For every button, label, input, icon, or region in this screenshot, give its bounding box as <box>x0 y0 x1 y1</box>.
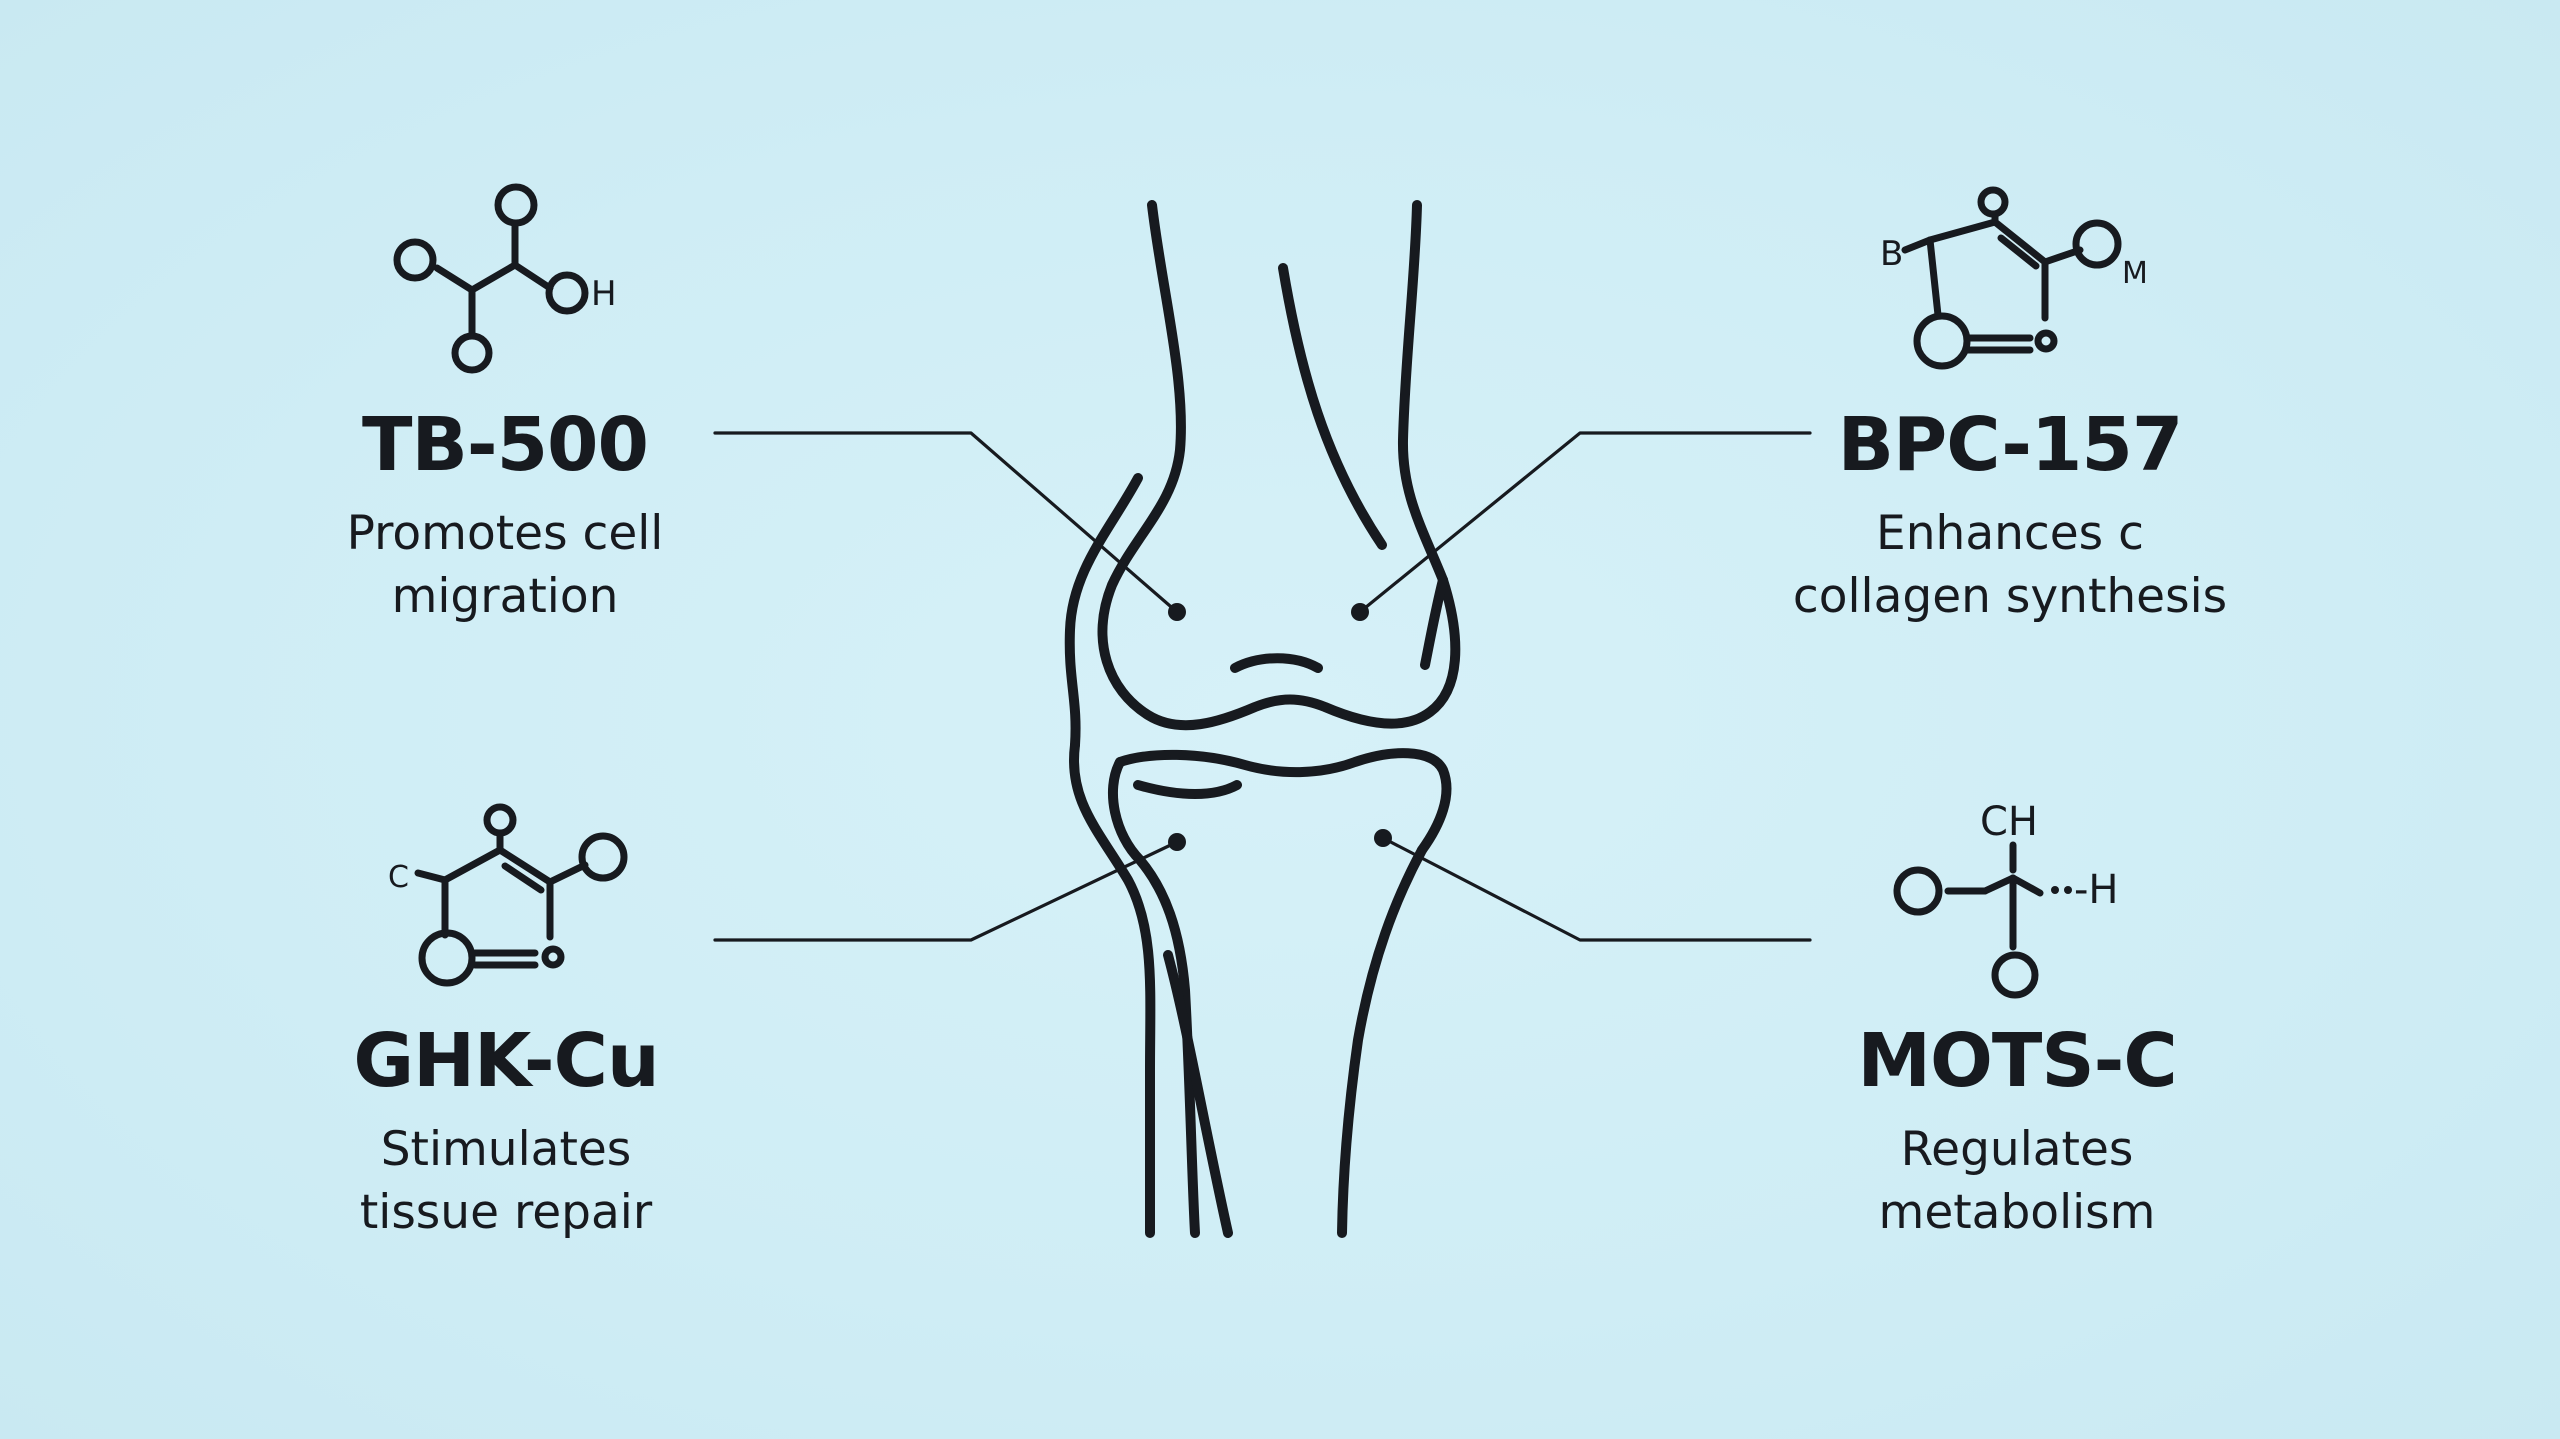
femur-inner-line <box>1278 263 1387 550</box>
peptide-desc-line1: Promotes cell <box>346 506 664 561</box>
atom-label-m: M <box>2122 256 2148 291</box>
peptide-bpc157: BPC-157 Enhances c collagen synthesis <box>1793 408 2227 628</box>
peptide-desc-line2: tissue repair <box>359 1185 653 1240</box>
peptide-desc-line1: Regulates <box>1900 1122 2134 1177</box>
connector-dot-ghkcu <box>1168 833 1186 851</box>
peptide-tb500: TB-500 Promotes cell migration <box>347 408 664 628</box>
peptide-name: TB-500 <box>361 402 649 488</box>
connector-bpc157 <box>1358 431 1812 614</box>
molecule-icon <box>1893 841 2044 999</box>
tibia-left-outline <box>1069 740 1156 1238</box>
connector-dot-motsc <box>1374 829 1392 847</box>
meniscus <box>1133 780 1242 799</box>
atom-label-c: C <box>388 860 409 895</box>
femur-left-outline <box>1097 200 1461 731</box>
connector-motsc <box>1381 836 1812 942</box>
fibula <box>1163 950 1233 1238</box>
patella-groove <box>1230 653 1323 673</box>
molecule-icon <box>1901 186 2122 370</box>
femur-left-contour <box>1064 473 1143 750</box>
molecule-icon <box>414 803 628 987</box>
femur-right-lower <box>1420 575 1448 670</box>
peptide-name: MOTS-C <box>1857 1018 2177 1104</box>
tibia-plateau <box>1115 748 1452 855</box>
peptide-ghkcu: GHK-Cu Stimulates tissue repair <box>353 1018 659 1244</box>
knee-joint-icon <box>1064 200 1461 1238</box>
atom-label-ch: CH <box>1980 799 2038 845</box>
molecule-icon <box>393 183 589 374</box>
peptide-desc-line2: migration <box>391 569 619 624</box>
peptide-name: GHK-Cu <box>353 1018 659 1104</box>
connector-tb500 <box>713 431 1179 614</box>
peptide-desc-line2: collagen synthesis <box>1792 569 2228 624</box>
tibia-inner-left <box>1108 757 1200 1238</box>
tibia-right-outline <box>1337 845 1427 1238</box>
peptide-desc-line2: metabolism <box>1878 1185 2156 1240</box>
atom-label-h2: -H <box>2074 867 2119 913</box>
connector-dot-tb500 <box>1168 603 1186 621</box>
peptide-desc-line1: Enhances c <box>1876 506 2144 561</box>
connector-ghkcu <box>713 840 1179 942</box>
peptide-name: BPC-157 <box>1837 402 2184 488</box>
atom-label-h: H <box>591 274 617 314</box>
peptide-desc-line1: Stimulates <box>380 1122 632 1177</box>
connector-dot-bpc157 <box>1351 603 1369 621</box>
peptide-motsc: MOTS-C Regulates metabolism <box>1857 1018 2177 1244</box>
atom-label-b: B <box>1880 234 1903 274</box>
